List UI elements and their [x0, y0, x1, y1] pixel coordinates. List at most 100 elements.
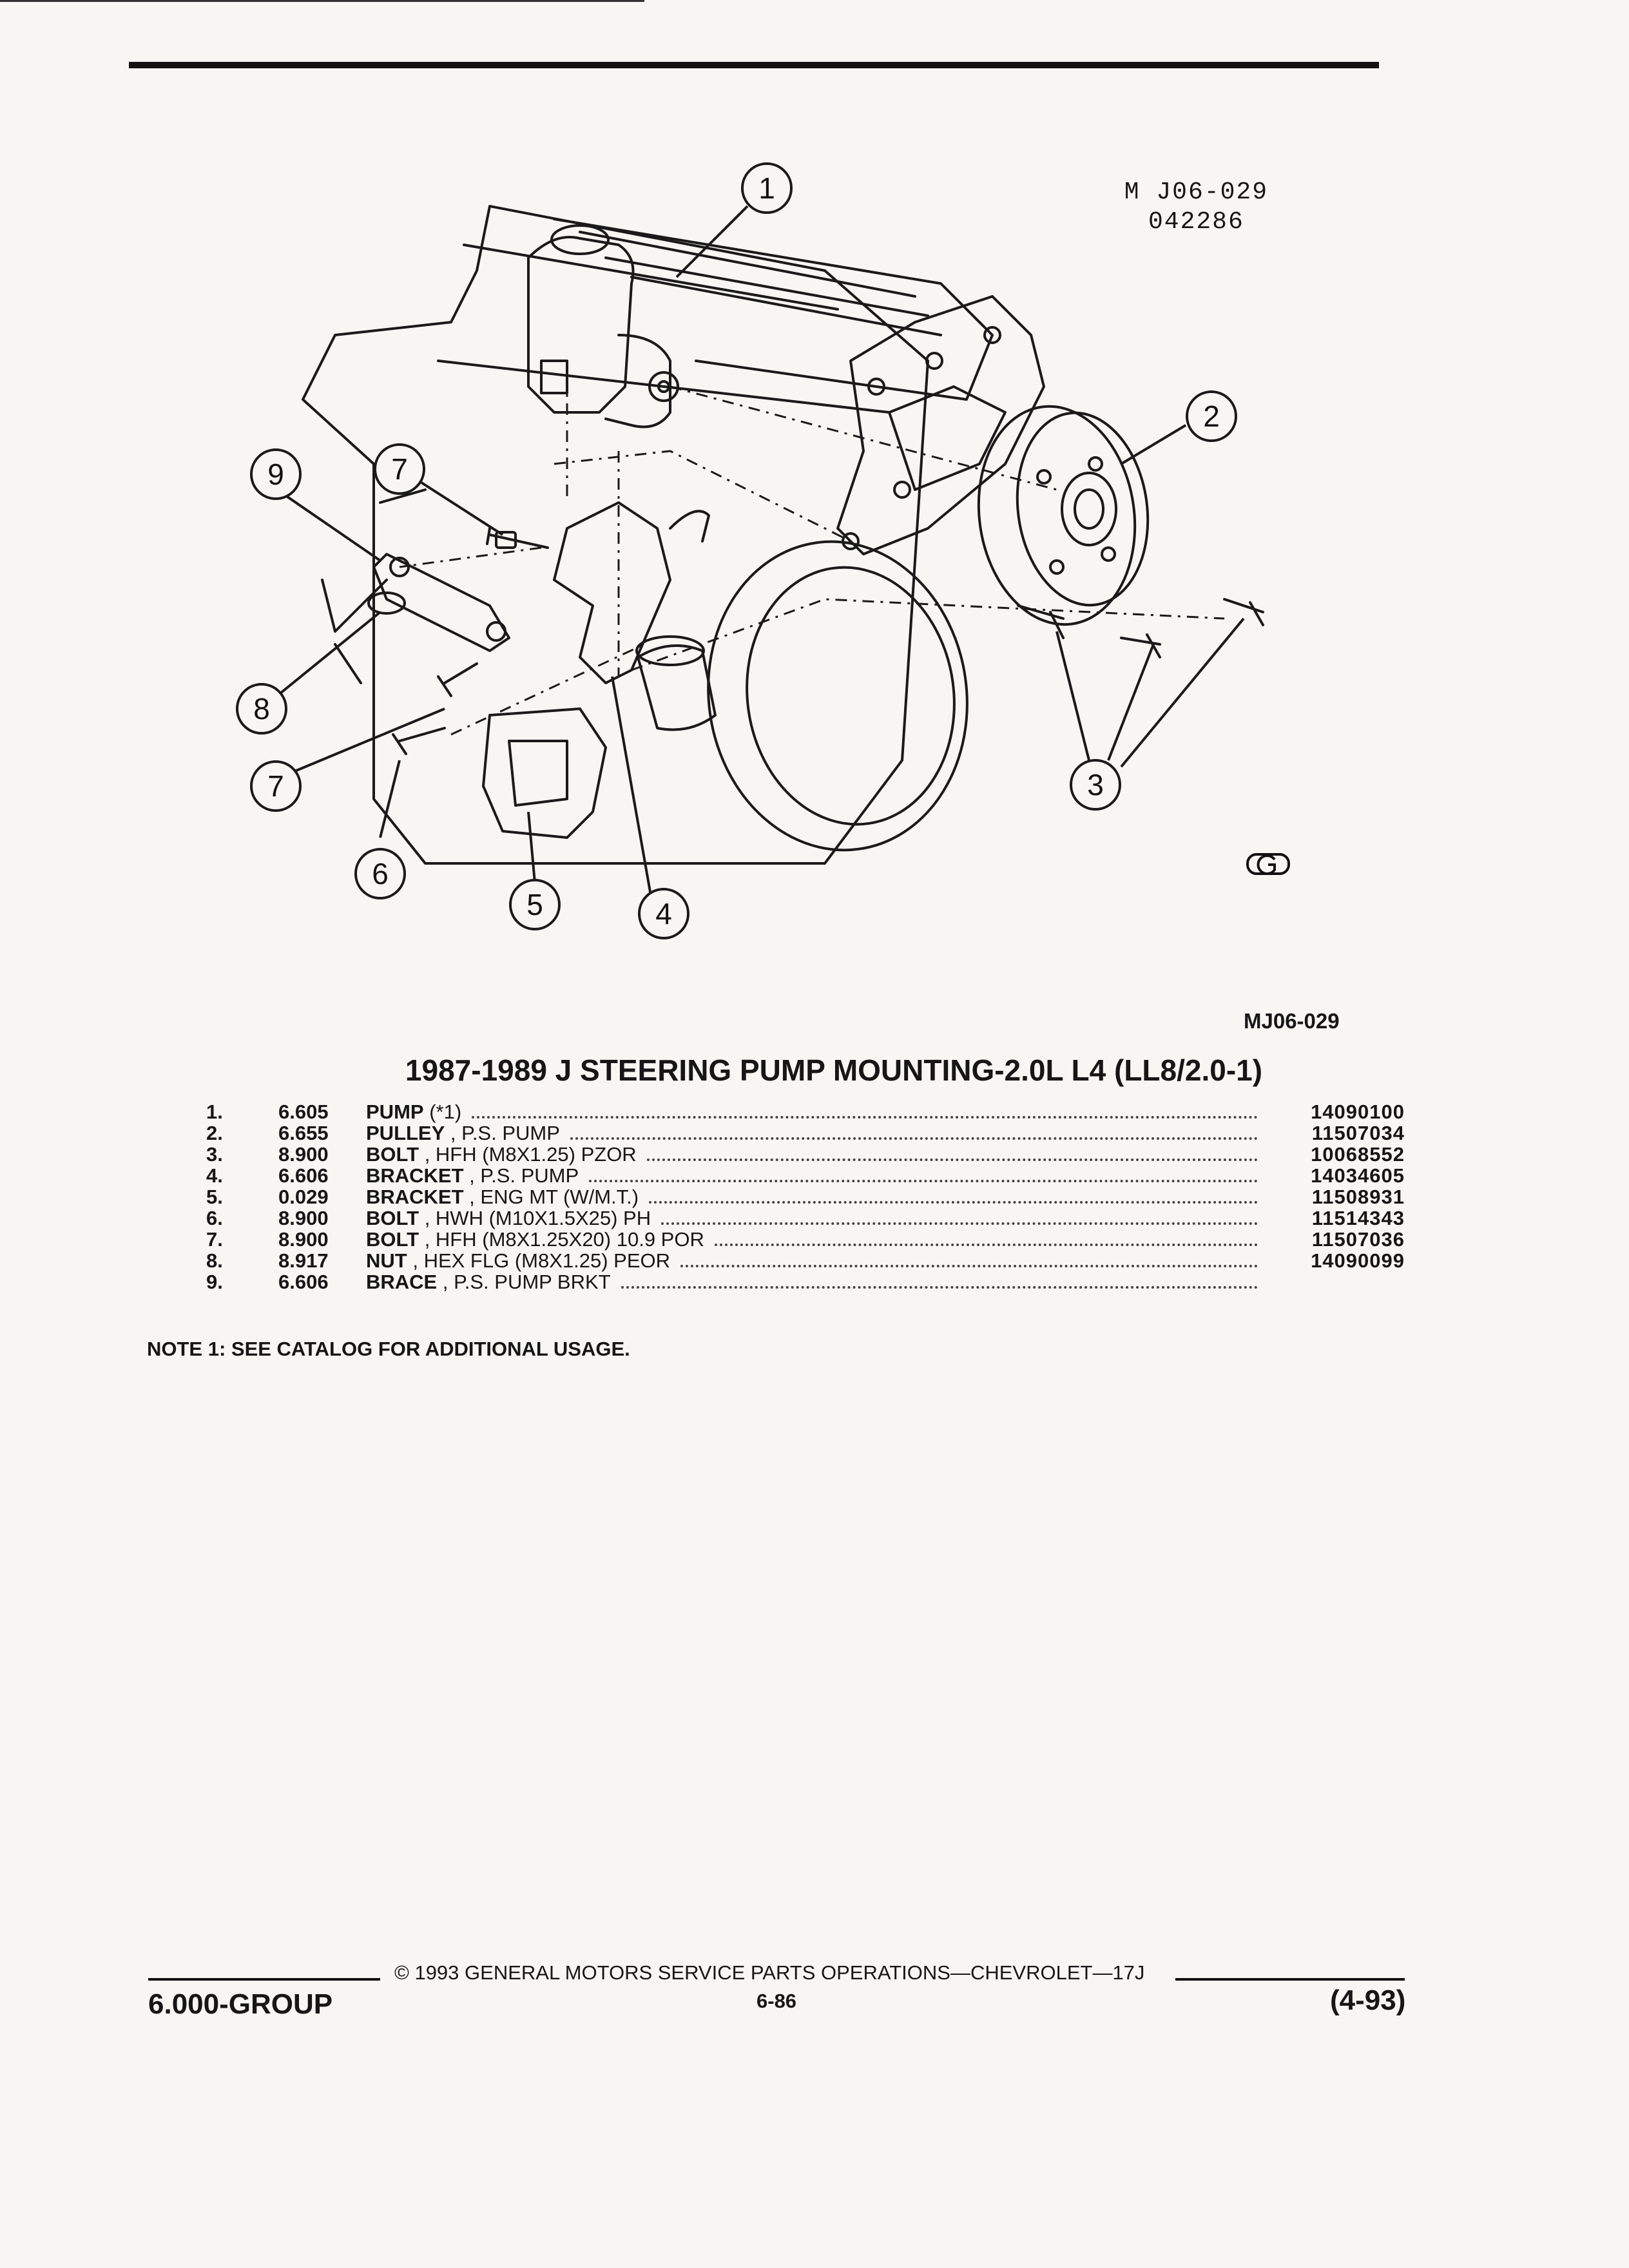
bolts — [367, 527, 1264, 755]
part-description: P.S. PUMP BRKT — [454, 1271, 611, 1293]
item-number: 4. — [206, 1164, 223, 1187]
callout-label-2: 2 — [1203, 399, 1220, 433]
group-number: 6.655 — [278, 1122, 329, 1144]
group-number: 6.605 — [278, 1100, 329, 1123]
parts-row: 7. 8.900 BOLT , HFH (M8X1.25X20) 10.9 PO… — [206, 1228, 1405, 1251]
leader-dots — [680, 1265, 1258, 1267]
callouts — [236, 162, 1237, 939]
parts-row: 2. 6.655 PULLEY , P.S. PUMP 11507034 — [206, 1122, 1405, 1144]
callout-label-9: 9 — [267, 457, 284, 491]
leader-4 — [611, 676, 652, 896]
part-number: 14034605 — [1311, 1164, 1405, 1187]
pump-bracket — [553, 501, 671, 684]
pulley — [977, 405, 1150, 626]
callout-2 — [1186, 390, 1237, 442]
leader-7b — [289, 707, 445, 774]
cylinder-head — [553, 218, 994, 401]
part-name: BRACKET — [366, 1186, 464, 1208]
page-title: 1987-1989 J STEERING PUMP MOUNTING-2.0L … — [405, 1053, 1263, 1087]
part-number: 10068552 — [1311, 1143, 1405, 1166]
copyright-text: © 1993 GENERAL MOTORS SERVICE PARTS OPER… — [394, 1961, 1145, 1984]
parts-row: 6. 8.900 BOLT , HWH (M10X1.5X25) PH 1151… — [206, 1207, 1405, 1229]
part-description: HFH (M8X1.25X20) 10.9 POR — [435, 1228, 704, 1251]
leader-7a — [411, 476, 504, 536]
parts-row: 8. 8.917 NUT , HEX FLG (M8X1.25) PEOR 14… — [206, 1249, 1405, 1272]
part-name: BOLT — [366, 1207, 419, 1229]
item-number: 3. — [206, 1143, 223, 1166]
figure-code: M J06-029 042286 — [1124, 178, 1268, 237]
revision-date: (4-93) — [1330, 1984, 1406, 2016]
parts-row: 3. 8.900 BOLT , HFH (M8X1.25) PZOR 10068… — [206, 1143, 1405, 1166]
pump-bracket-plate — [836, 295, 1045, 555]
leader-9 — [276, 488, 381, 562]
part-description: ENG MT (W/M.T.) — [480, 1186, 639, 1208]
brace — [372, 553, 510, 652]
figure-code-line2: 042286 — [1148, 208, 1244, 236]
figure-reference: MJ06-029 — [1244, 1009, 1340, 1033]
parts-row: 9. 6.606 BRACE , P.S. PUMP BRKT — [206, 1271, 1405, 1293]
parts-list: 1. 6.605 PUMP (*1) 14090100 2. 6.655 PUL… — [206, 1100, 1405, 1293]
item-number: 8. — [206, 1249, 223, 1272]
footer-rule-left — [148, 1978, 380, 1981]
part-name: PUMP — [366, 1100, 424, 1123]
part-number: 11507036 — [1311, 1228, 1405, 1251]
item-number: 1. — [206, 1100, 223, 1123]
leader-dots — [661, 1222, 1258, 1225]
callout-label-5: 5 — [526, 888, 543, 921]
callout-label-7b: 7 — [267, 769, 284, 803]
catalog-note: NOTE 1: SEE CATALOG FOR ADDITIONAL USAGE… — [147, 1338, 630, 1360]
leader-3 — [1055, 617, 1245, 768]
callout-label-6: 6 — [372, 857, 389, 890]
leader-1 — [675, 205, 749, 278]
group-number: 0.029 — [278, 1186, 329, 1208]
callout-3 — [1070, 759, 1121, 811]
callout-1 — [741, 162, 793, 214]
engine-block-detail — [321, 244, 891, 684]
part-description: HFH (M8X1.25) PZOR — [435, 1143, 637, 1166]
leader-dots — [570, 1137, 1258, 1140]
leader-2 — [1120, 424, 1187, 465]
valve-cover-ribs — [579, 231, 942, 336]
oil-filter — [637, 644, 717, 731]
crank-pulley — [707, 540, 969, 852]
leader-dots — [649, 1201, 1258, 1204]
part-description: HEX FLG (M8X1.25) PEOR — [423, 1249, 671, 1272]
parts-row: 4. 6.606 BRACKET , P.S. PUMP 14034605 — [206, 1164, 1405, 1187]
group-number: 8.900 — [278, 1207, 329, 1229]
part-name: BRACKET — [366, 1164, 464, 1187]
part-description: (*1) — [429, 1100, 462, 1123]
part-number: 14090100 — [1311, 1100, 1405, 1123]
leader-8 — [276, 611, 381, 697]
leader-dots — [714, 1244, 1258, 1246]
group-number: 6.606 — [278, 1271, 329, 1293]
callout-4 — [638, 888, 689, 939]
callout-label-4: 4 — [655, 897, 672, 930]
item-number: 6. — [206, 1207, 223, 1229]
engine-mount-bracket — [482, 707, 607, 839]
callout-7b — [250, 760, 302, 812]
scan-edge-line — [0, 0, 644, 2]
pump-reservoir — [527, 236, 635, 414]
callout-5 — [509, 879, 561, 930]
part-name: PULLEY — [366, 1122, 445, 1144]
group-label: 6.000-GROUP — [148, 1988, 333, 2020]
parts-row: 5. 0.029 BRACKET , ENG MT (W/M.T.) 11508… — [206, 1186, 1405, 1208]
leader-6 — [379, 760, 401, 838]
group-number: 6.606 — [278, 1164, 329, 1187]
part-number: 11507034 — [1311, 1122, 1405, 1144]
part-description: HWH (M10X1.5X25) PH — [435, 1207, 651, 1229]
callout-label-7a: 7 — [391, 452, 408, 486]
part-name: BRACE — [366, 1271, 438, 1293]
leader-5 — [527, 811, 536, 883]
header-rule — [129, 62, 1379, 68]
group-number: 8.900 — [278, 1143, 329, 1166]
part-number: 11514343 — [1311, 1207, 1405, 1229]
exploded-diagram: 1 2 3 4 5 6 7 7 8 9 — [236, 162, 1290, 939]
group-number: 8.900 — [278, 1228, 329, 1251]
gm-logo — [1246, 853, 1290, 875]
part-name: NUT — [366, 1249, 407, 1272]
part-description: P.S. PUMP — [480, 1164, 579, 1187]
figure-code-line1: M J06-029 — [1124, 178, 1268, 206]
part-number: 11508931 — [1311, 1186, 1405, 1208]
leader-dots — [646, 1158, 1258, 1161]
